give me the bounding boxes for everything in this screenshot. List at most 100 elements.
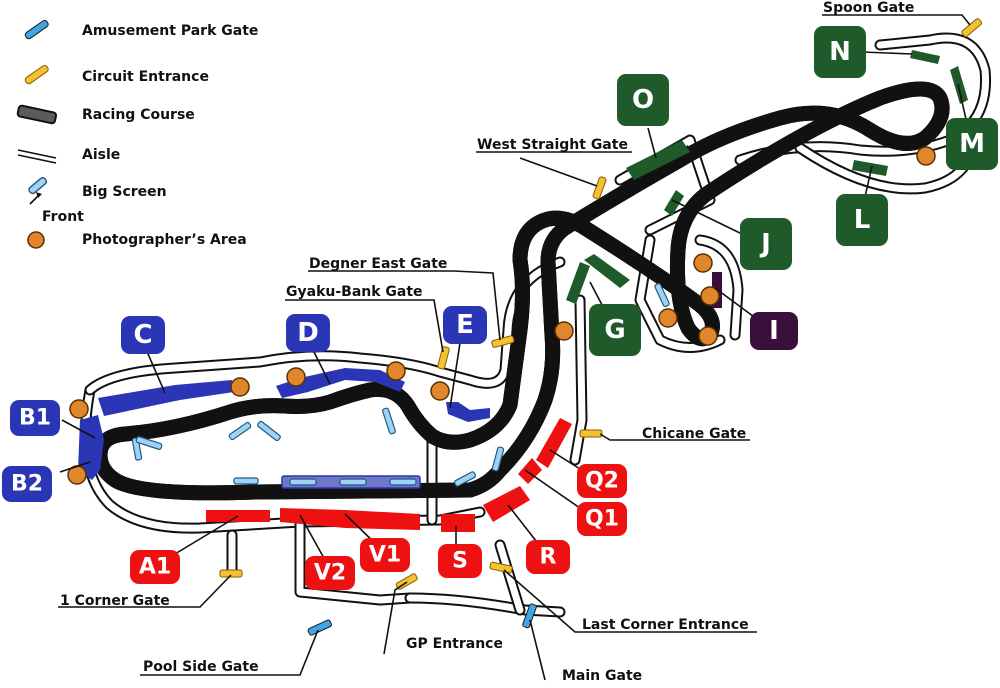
- stand-badge-b1[interactable]: B1: [10, 400, 60, 436]
- stand-q2-block: [536, 418, 572, 468]
- stand-badge-q2[interactable]: Q2: [577, 464, 627, 498]
- stand-badge-d[interactable]: D: [286, 314, 330, 352]
- stand-l-block: [852, 160, 888, 176]
- stand-badge-a1[interactable]: A1: [130, 550, 180, 584]
- circuit-entrance-legend-icon: [24, 64, 49, 85]
- stand-badge-r[interactable]: R: [526, 540, 570, 574]
- chicane-gate-marker[interactable]: [579, 429, 603, 438]
- last-corner-entrance-marker[interactable]: [489, 561, 513, 574]
- stand-badge-m[interactable]: M: [946, 118, 998, 170]
- spoon-gate-label: Spoon Gate: [823, 0, 914, 16]
- photo-spot-icon: [69, 399, 89, 419]
- first-corner-gate-label: 1 Corner Gate: [60, 593, 170, 609]
- legend-amusement-park-gate: Amusement Park Gate: [82, 23, 258, 39]
- big-screen-icon: [289, 478, 317, 486]
- big-screen-icon: [131, 437, 143, 461]
- svg-text:M: M: [959, 129, 985, 159]
- big-screen-icon: [491, 446, 505, 472]
- stand-badge-o[interactable]: O: [617, 74, 669, 126]
- stand-d-block: [276, 368, 405, 398]
- svg-text:V2: V2: [314, 561, 346, 586]
- svg-text:V1: V1: [369, 543, 401, 568]
- stand-badge-v1[interactable]: V1: [360, 538, 410, 572]
- gates: [219, 18, 983, 636]
- big-screen-legend-icon: [28, 177, 48, 205]
- stand-c-block: [98, 380, 234, 416]
- svg-text:L: L: [854, 205, 871, 235]
- photo-spot-icon: [554, 321, 574, 341]
- stand-badge-b2[interactable]: B2: [2, 466, 52, 502]
- photo-spot-icon: [698, 326, 718, 346]
- stand-badge-i[interactable]: I: [750, 312, 798, 350]
- leader-lines: [58, 14, 971, 681]
- svg-text:Q1: Q1: [585, 507, 619, 532]
- big-screen-icon: [135, 436, 163, 450]
- photographers-areas: [67, 146, 936, 485]
- svg-text:E: E: [456, 310, 474, 340]
- svg-text:I: I: [769, 316, 779, 346]
- svg-text:A1: A1: [139, 555, 171, 580]
- pool-side-gate-marker[interactable]: [307, 619, 332, 636]
- big-screen-icon: [257, 420, 281, 442]
- legend-racing-course: Racing Course: [82, 107, 195, 123]
- photo-spot-icon: [286, 367, 306, 387]
- aisle-legend-icon: [17, 149, 57, 164]
- aisles: [80, 32, 992, 618]
- stand-badge-c[interactable]: C: [121, 316, 165, 354]
- stand-s-block: [441, 514, 475, 532]
- gyaku-bank-gate-label: Gyaku-Bank Gate: [286, 284, 423, 300]
- stand-e-block: [446, 402, 490, 422]
- stand-j-block: [664, 190, 684, 216]
- svg-text:B1: B1: [19, 406, 51, 431]
- west-straight-gate-marker[interactable]: [592, 176, 607, 200]
- photo-spot-icon: [386, 361, 406, 381]
- stand-badge-l[interactable]: L: [836, 194, 888, 246]
- stand-badge-s[interactable]: S: [438, 544, 482, 578]
- stand-badge-j[interactable]: J: [740, 218, 792, 270]
- svg-text:R: R: [540, 545, 557, 570]
- amusement-park-gate-legend-icon: [24, 19, 49, 40]
- svg-text:S: S: [452, 549, 468, 574]
- first-corner-gate-marker[interactable]: [219, 569, 243, 578]
- chicane-gate-label: Chicane Gate: [642, 426, 746, 442]
- pool-side-gate-label: Pool Side Gate: [143, 659, 259, 675]
- svg-text:D: D: [297, 318, 319, 348]
- big-screens: [131, 282, 670, 489]
- big-screen-icon: [453, 471, 477, 487]
- photo-spot-icon: [230, 377, 250, 397]
- degner-east-gate-label: Degner East Gate: [309, 256, 447, 272]
- legend-big-screen: Big Screen: [82, 184, 167, 200]
- stand-badge-g[interactable]: G: [589, 304, 641, 356]
- photographers-area-legend-icon: [27, 231, 45, 249]
- spoon-gate-marker[interactable]: [961, 18, 983, 38]
- main-gate-marker[interactable]: [522, 603, 537, 629]
- photo-spot-icon: [700, 286, 720, 306]
- big-screen-icon: [389, 478, 417, 486]
- stand-badge-q1[interactable]: Q1: [577, 502, 627, 536]
- svg-text:C: C: [133, 320, 152, 350]
- stand-q1-block: [518, 458, 542, 484]
- gate-labels: Spoon Gate West Straight Gate Degner Eas…: [60, 0, 914, 684]
- legend-aisle: Aisle: [82, 147, 120, 163]
- stand-badges: C D E B1 B2 A1 V2 V1 S R Q1 Q2 O J G L M…: [2, 26, 998, 590]
- photo-spot-icon: [693, 253, 713, 273]
- big-screen-icon: [654, 282, 670, 308]
- racing-course-legend-icon: [16, 104, 58, 125]
- big-screen-icon: [233, 477, 259, 485]
- legend-circuit-entrance: Circuit Entrance: [82, 69, 209, 85]
- degner-east-gate-marker[interactable]: [491, 335, 515, 348]
- racing-course: [92, 89, 942, 493]
- svg-text:B2: B2: [11, 472, 43, 497]
- svg-text:N: N: [829, 37, 851, 67]
- stand-badge-e[interactable]: E: [443, 306, 487, 344]
- svg-text:O: O: [632, 85, 654, 115]
- big-screen-icon: [382, 407, 396, 435]
- stand-badge-n[interactable]: N: [814, 26, 866, 78]
- legend: Amusement Park Gate Circuit Entrance Rac…: [16, 19, 258, 249]
- gyaku-bank-gate-marker[interactable]: [437, 346, 450, 370]
- stand-badge-v2[interactable]: V2: [305, 556, 355, 590]
- legend-photographers-area: Photographer’s Area: [82, 232, 247, 248]
- big-screen-icon: [228, 421, 252, 441]
